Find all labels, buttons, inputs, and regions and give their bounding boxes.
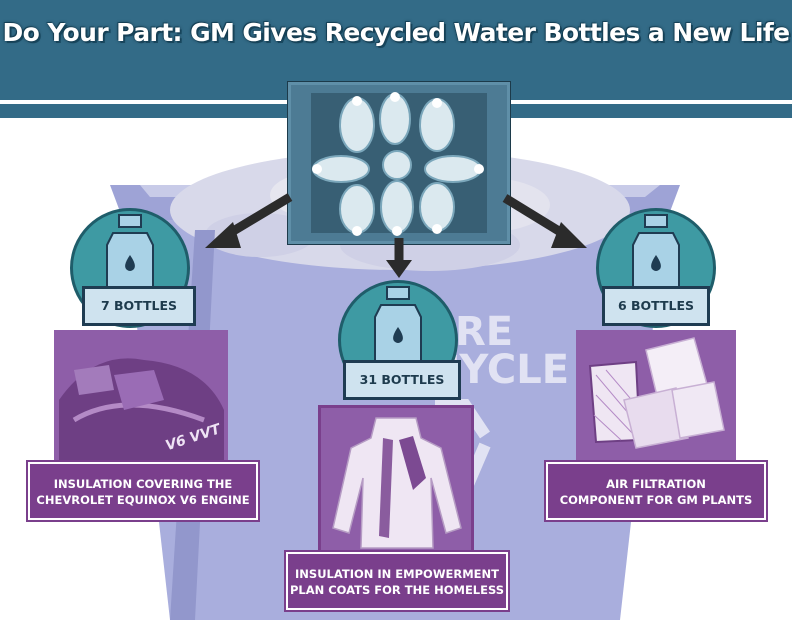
bottle-count-6: 6 BOTTLES bbox=[602, 286, 710, 326]
filter-photo bbox=[576, 330, 736, 468]
bottle-count-7: 7 BOTTLES bbox=[82, 286, 196, 326]
bin-label-re: RE bbox=[455, 309, 513, 355]
caption-filter-line-1: AIR FILTRATION bbox=[606, 477, 706, 491]
page-title: Do Your Part: GM Gives Recycled Water Bo… bbox=[2, 18, 791, 47]
arrow-right-icon bbox=[502, 194, 570, 240]
arrows bbox=[205, 193, 587, 278]
caption-coat-line-1: INSULATION IN EMPOWERMENT bbox=[295, 567, 499, 581]
arrow-left-icon bbox=[222, 193, 293, 240]
caption-engine: INSULATION COVERING THE CHEVROLET EQUINO… bbox=[28, 462, 258, 520]
caption-filter-line-2: COMPONENT FOR GM PLANTS bbox=[559, 493, 753, 507]
caption-coat-line-2: PLAN COATS FOR THE HOMELESS bbox=[289, 583, 505, 597]
water-drop-icon bbox=[125, 255, 135, 271]
coat-photo bbox=[318, 405, 474, 559]
bottle-count-31: 31 BOTTLES bbox=[343, 360, 461, 400]
caption-engine-line-1: INSULATION COVERING THE bbox=[53, 477, 233, 491]
engine-photo: V6 VVT bbox=[54, 330, 228, 468]
caption-coat: INSULATION IN EMPOWERMENT PLAN COATS FOR… bbox=[286, 552, 508, 610]
water-drop-icon bbox=[651, 255, 661, 271]
caption-filter: AIR FILTRATION COMPONENT FOR GM PLANTS bbox=[546, 462, 766, 520]
water-drop-icon bbox=[393, 327, 403, 343]
bottles-photo bbox=[288, 82, 510, 244]
caption-engine-line-2: CHEVROLET EQUINOX V6 ENGINE bbox=[36, 493, 250, 507]
